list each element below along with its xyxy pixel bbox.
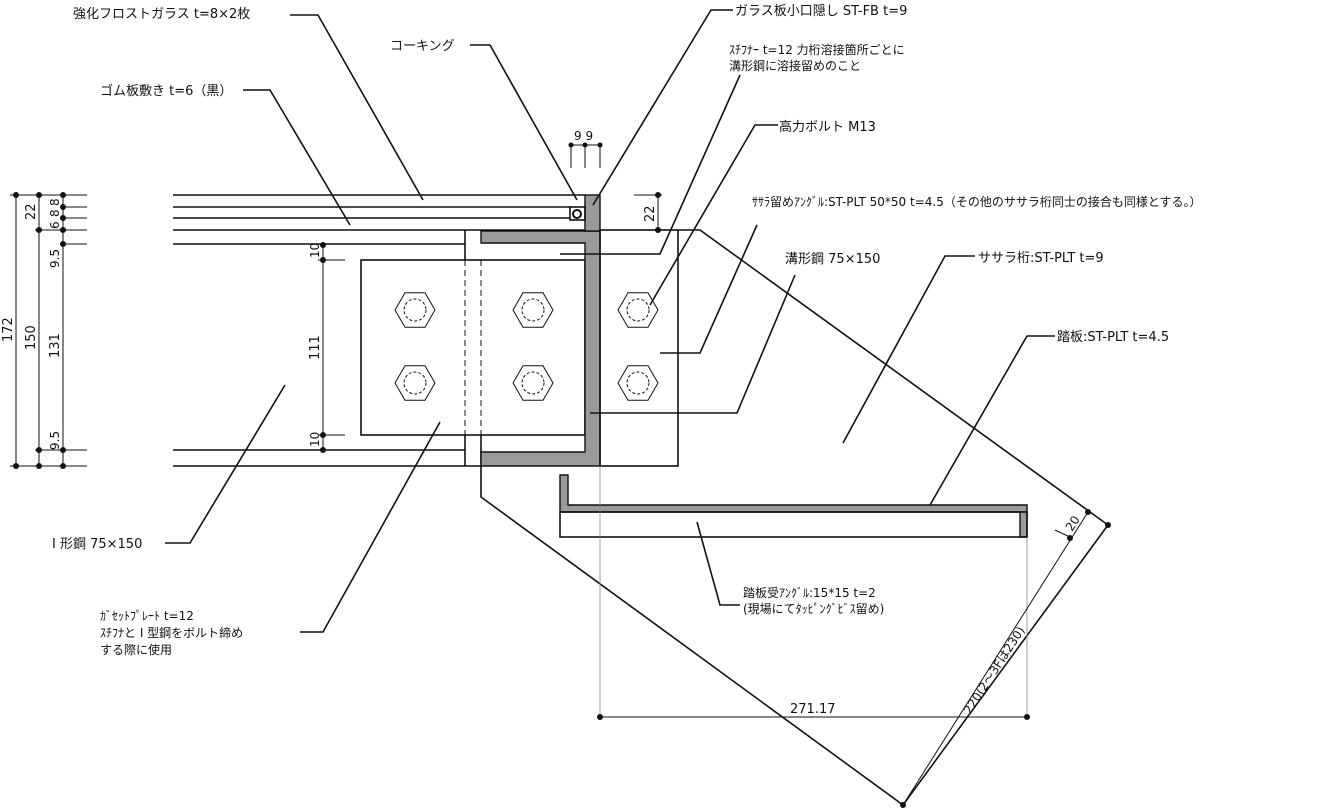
dim-22-right-group: 22 <box>634 192 662 233</box>
dim-172: 172 <box>1 317 16 342</box>
dim-111: 111 <box>308 335 323 360</box>
bolt-icon <box>394 365 436 401</box>
label-gusset-3: する際に使用 <box>100 642 172 657</box>
dim-9-9-group: 9 9 <box>568 129 603 168</box>
label-tread: 踏板:ST-PLT t=4.5 <box>1057 330 1169 345</box>
leader-lines <box>165 9 1055 633</box>
dim-22-right: 22 <box>643 205 658 222</box>
dim-111-group: 10 111 10 <box>308 242 345 453</box>
label-channel: 溝形鋼 75×150 <box>785 252 880 267</box>
tread-angle <box>559 511 1028 538</box>
bolt-icon <box>617 292 659 328</box>
dim-271-group: 271.17 <box>597 466 1030 720</box>
label-sasara-angle: ｻｻﾗ留めｱﾝｸﾞﾙ:ST-PLT 50*50 t=4.5（その他のササラ桁同士… <box>752 194 1201 209</box>
label-gusset-2: ｽﾁﾌﾅと I 型鋼をボルト締め <box>100 625 243 640</box>
label-stiffener-2: 溝形鋼に溶接留めのこと <box>729 58 861 73</box>
dim-9-5-bot: 9.5 <box>48 431 62 450</box>
label-bolt: 高力ボルト M13 <box>779 119 876 135</box>
dim-220-group: 20 220(2～3Fは230) <box>900 509 1111 808</box>
dim-10-bot: 10 <box>308 432 322 447</box>
stringer-angle <box>599 229 679 467</box>
bolt-icon <box>617 365 659 401</box>
dim-8b: 8 <box>48 198 62 206</box>
dim-9-5-top: 9.5 <box>48 249 62 268</box>
label-ibeam: I 形鋼 75×150 <box>52 537 142 552</box>
label-tread-angle-2: (現場にてﾀｯﾋﾟﾝｸﾞﾋﾞｽ留め) <box>743 602 884 616</box>
caulking-joint <box>569 206 586 221</box>
dim-20: 20 <box>1063 513 1083 533</box>
glass-layers <box>173 194 600 231</box>
sasara-stringer <box>480 229 1110 807</box>
dim-6: 6 <box>48 221 62 229</box>
label-sasara: ササラ桁:ST-PLT t=9 <box>978 251 1104 266</box>
bolt-icon <box>512 292 554 328</box>
label-glass: 強化フロストガラス t=8×2枚 <box>73 7 250 22</box>
bolt-icon <box>512 365 554 401</box>
dim-10-top: 10 <box>308 243 322 258</box>
dim-150: 150 <box>24 325 39 350</box>
channel-steel <box>480 230 601 467</box>
label-tread-angle-1: 踏板受ｱﾝｸﾞﾙ:15*15 t=2 <box>743 586 876 600</box>
bolts <box>394 292 659 401</box>
tread-plate <box>559 474 1028 538</box>
dim-131: 131 <box>48 333 63 358</box>
bolt-icon <box>394 292 436 328</box>
left-dimensions: 172 150 22 6 8 8 9.5 131 9.5 <box>1 192 87 469</box>
dim-220: 220(2～3Fは230) <box>961 624 1028 717</box>
label-gusset-1: ｶﾞｾｯﾄﾌﾟﾚｰﾄ t=12 <box>100 609 194 623</box>
dim-271-17: 271.17 <box>790 702 836 717</box>
label-glass-edge: ガラス板小口隠し ST-FB t=9 <box>735 4 907 19</box>
i-beam <box>173 230 482 467</box>
gusset-plate <box>360 259 586 436</box>
dim-22-left: 22 <box>24 203 39 220</box>
dim-8a: 8 <box>48 209 62 217</box>
backer-rod-icon <box>572 209 582 219</box>
label-caulking: コーキング <box>390 39 455 54</box>
dim-9-9: 9 9 <box>574 129 593 143</box>
label-stiffener-1: ｽﾁﾌﾅｰ t=12 力桁溶接箇所ごとに <box>729 42 905 57</box>
label-rubber: ゴム板敷き t=6（黒） <box>100 83 232 99</box>
glass-edge-cover <box>584 194 601 232</box>
